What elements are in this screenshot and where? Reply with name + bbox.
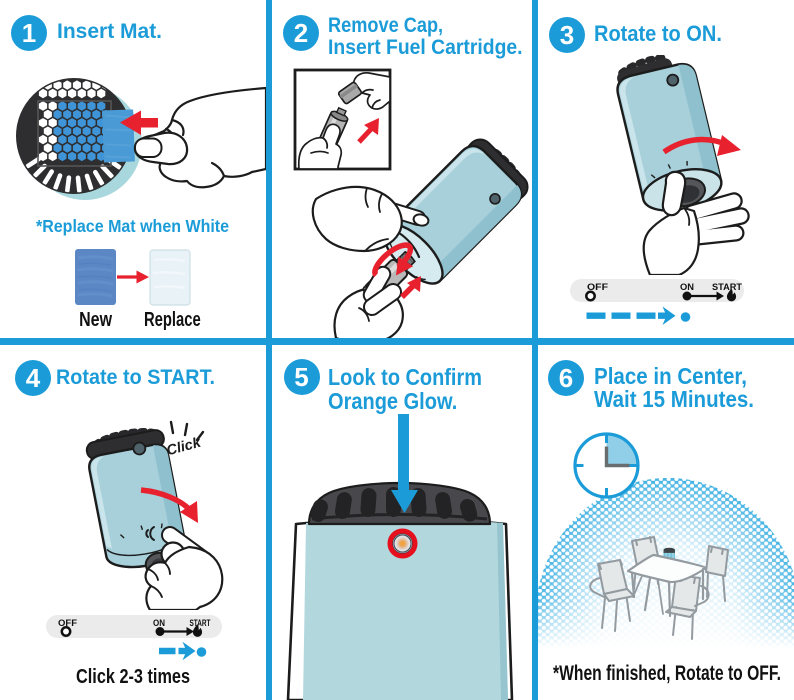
svg-text:START: START (190, 618, 211, 629)
svg-text:OFF: OFF (58, 618, 77, 629)
svg-text:OFF: OFF (587, 282, 608, 293)
svg-text:ON: ON (680, 282, 694, 293)
svg-text:Click: Click (165, 435, 204, 460)
svg-text:START: START (712, 282, 742, 293)
svg-text:ON: ON (153, 618, 165, 629)
